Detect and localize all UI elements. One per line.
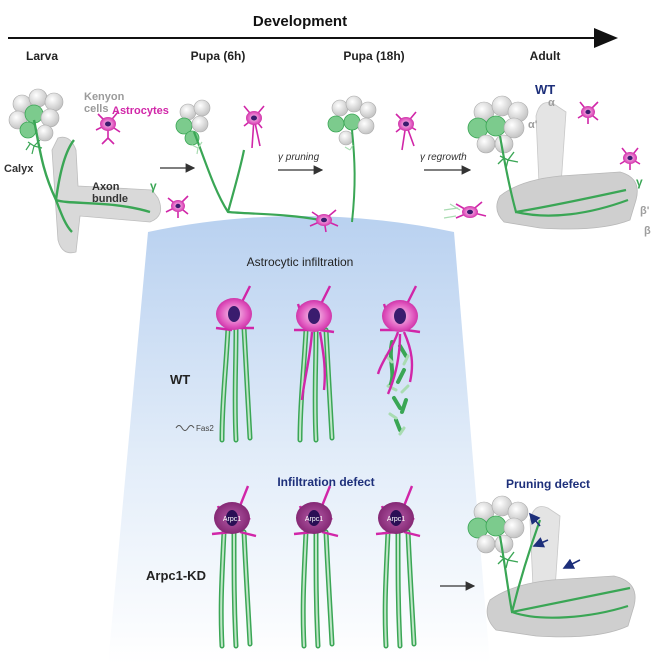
astrocyte: [309, 209, 339, 233]
development-title: Development: [253, 13, 347, 30]
wt-infiltration-cell-1: [215, 285, 254, 443]
label-line: bundle: [92, 193, 128, 205]
astrocyte-nucleus: [390, 510, 402, 526]
stage-label-larva: Larva: [26, 49, 58, 63]
arpc1-label: Arpc1: [305, 516, 323, 523]
stage-label-pupa-6h: Pupa (6h): [191, 49, 246, 63]
adult-alpha-prime-label: α': [528, 119, 538, 131]
fas2-legend: Fas2: [175, 424, 214, 433]
astrocyte: [243, 105, 265, 149]
label-line: cells: [84, 103, 108, 115]
adult-panel: WT α α' γ β' β: [467, 82, 651, 237]
wt-row-label: WT: [170, 372, 190, 387]
adult-calyx-dendrites: [497, 151, 519, 169]
mushroom-body-lobe: [51, 136, 162, 254]
wt-infiltration-cell-2: [294, 285, 335, 443]
kd-cell-1: Arpc1: [211, 485, 257, 649]
kd-cell-2: Arpc1: [293, 485, 339, 649]
defect-dendrites: [497, 551, 519, 569]
adult-axon: [498, 135, 629, 217]
adult-gamma-label: γ: [636, 175, 643, 189]
astrocyte-nucleus: [308, 308, 320, 324]
infiltration-title: Astrocytic infiltration: [247, 255, 354, 269]
larva-calyx-label: Calyx: [4, 163, 34, 175]
pupa-6h-axon: [192, 131, 321, 222]
astrocyte: [577, 101, 599, 124]
kenyon-cell-cluster: [175, 99, 211, 146]
stage-label-pupa-18h: Pupa (18h): [343, 49, 404, 63]
pruning-defect-panel: [467, 495, 636, 638]
adult-beta-prime-label: β': [640, 205, 650, 217]
astrocyte-nucleus: [394, 308, 406, 324]
astrocyte-nucleus: [226, 510, 238, 526]
pupa-18h-fragments: [344, 144, 461, 219]
pruning-defect-label: Pruning defect: [506, 477, 590, 491]
larva-astrocytes-label: Astrocytes: [112, 105, 169, 117]
timeline-arrowhead: [594, 28, 618, 48]
arpc1-label: Arpc1: [223, 516, 241, 523]
defect-pointer-arrow: [528, 512, 541, 527]
astrocyte: [455, 201, 487, 219]
adult-beta-lobes: [496, 171, 638, 230]
arpc1-kd-row-label: Arpc1-KD: [146, 568, 206, 583]
regrowth-label: γ regrowth: [420, 152, 467, 163]
kenyon-cell-cluster: [467, 95, 529, 154]
defect-beta-lobes: [486, 575, 636, 638]
pupa-6h-fragments: [191, 141, 203, 155]
adult-wt-label: WT: [535, 82, 555, 97]
kenyon-cell-cluster: [467, 495, 529, 554]
kenyon-cell-cluster: [8, 88, 64, 142]
kenyon-cell-cluster: [327, 95, 377, 146]
pruning-label: γ pruning: [278, 152, 320, 163]
astrocyte: [619, 147, 641, 170]
defect-axon: [498, 519, 631, 619]
larva-gamma-label: γ: [150, 179, 157, 193]
adult-alpha-label: α: [548, 97, 555, 109]
defect-pointer-arrow: [532, 537, 549, 548]
astrocyte: [395, 111, 417, 151]
defect-pointer-arrow: [562, 558, 581, 569]
larva-kenyon-label: Kenyon cells: [84, 91, 127, 115]
arpc1-label: Arpc1: [387, 516, 405, 523]
wt-infiltration-cell-3: [376, 285, 421, 436]
pupa-6h-panel: [175, 99, 321, 222]
kd-cell-3: Arpc1: [375, 485, 421, 649]
infiltration-defect-label: Infiltration defect: [277, 475, 374, 489]
fas2-label: Fas2: [196, 424, 214, 433]
top-astrocytes: [95, 101, 641, 233]
calyx-dendrites: [25, 139, 43, 155]
stage-label-adult: Adult: [530, 49, 561, 63]
astrocyte-nucleus: [308, 510, 320, 526]
adult-beta-label: β: [644, 225, 651, 237]
pupa-18h-axon: [351, 129, 356, 223]
label-line: Axon: [92, 181, 120, 193]
pupa-18h-panel: [327, 95, 461, 223]
astrocyte: [165, 195, 189, 218]
fas2-icon: [175, 425, 195, 431]
astrocyte-nucleus: [228, 306, 240, 322]
astrocyte: [95, 111, 121, 145]
